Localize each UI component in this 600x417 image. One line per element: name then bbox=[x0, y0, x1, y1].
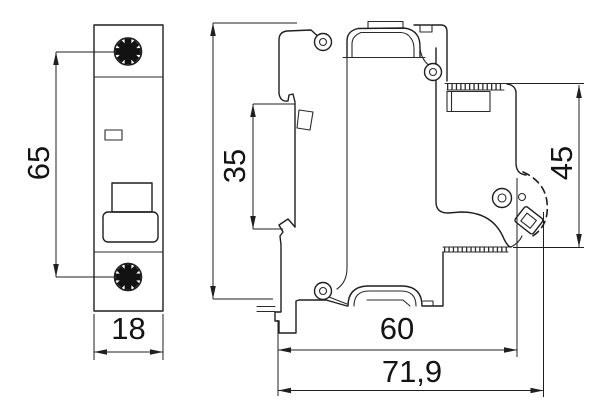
inner-body-line-left bbox=[336, 56, 348, 290]
dim-label-71-9: 71,9 bbox=[382, 354, 442, 389]
status-indicator-window bbox=[104, 129, 123, 141]
rivet-icon bbox=[491, 187, 513, 209]
latch-tab bbox=[296, 109, 314, 131]
din-arch-outer bbox=[347, 251, 444, 307]
inner-body-line-right bbox=[435, 47, 512, 248]
top-right-edge bbox=[413, 24, 448, 82]
clip-swing-arc bbox=[522, 171, 549, 238]
screw-head-icon bbox=[113, 262, 143, 292]
rivet-icon bbox=[313, 281, 333, 301]
handle-arch-outer bbox=[346, 27, 421, 58]
front-flange-profile bbox=[278, 29, 323, 103]
front-view-body-outline bbox=[93, 24, 164, 312]
dim-label-18: 18 bbox=[111, 311, 145, 346]
lower-slant-line bbox=[328, 296, 348, 305]
dim-label-60: 60 bbox=[380, 311, 414, 346]
dim-label-45: 45 bbox=[544, 146, 579, 180]
din-rail-edge-lines bbox=[256, 305, 276, 313]
din-clip-foot-profile bbox=[274, 218, 348, 334]
dimension-din-rail-span: 35 bbox=[217, 103, 295, 230]
lower-step-curl bbox=[510, 235, 523, 248]
handle-arch-inner bbox=[351, 31, 415, 58]
top-vent-notch bbox=[419, 24, 433, 33]
terminal-right-edge bbox=[506, 83, 527, 176]
front-view bbox=[93, 24, 164, 312]
dim-label-65: 65 bbox=[21, 146, 56, 180]
dimension-overall-height bbox=[210, 22, 297, 300]
terminal-opening bbox=[446, 90, 491, 113]
screw-head-icon bbox=[113, 37, 143, 66]
clip-release-button bbox=[514, 206, 544, 235]
side-view bbox=[256, 20, 549, 334]
dim-label-35: 35 bbox=[217, 149, 252, 183]
rivet-icon bbox=[423, 62, 443, 82]
dimension-body-depth: 60 bbox=[277, 178, 518, 396]
dimension-overall-depth: 71,9 bbox=[278, 212, 544, 397]
dimension-front-height: 65 bbox=[21, 51, 114, 278]
toggle-handle bbox=[111, 182, 153, 213]
rivet-icon bbox=[313, 32, 333, 52]
dimension-front-width: 18 bbox=[93, 311, 164, 360]
pin-hole bbox=[517, 192, 527, 202]
din-rail-hook-bar bbox=[366, 299, 434, 307]
din-arch-inner bbox=[353, 290, 417, 307]
toggle-base bbox=[102, 211, 159, 243]
dimension-rail-to-terminal: 45 bbox=[513, 83, 584, 248]
